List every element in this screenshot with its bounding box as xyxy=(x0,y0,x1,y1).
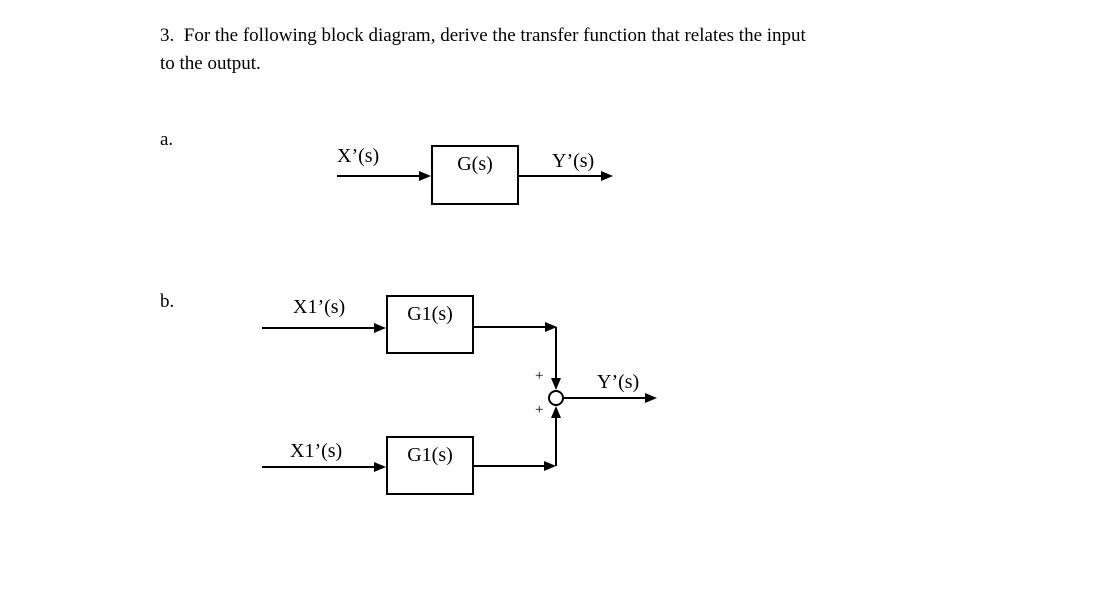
part-b-bottom-input-label: X1’(s) xyxy=(290,440,343,462)
part-b-top-transfer-block: G1(s) xyxy=(386,295,474,354)
problem-statement-line-1: 3. For the following block diagram, deri… xyxy=(160,25,806,46)
part-b-bottom-transfer-block: G1(s) xyxy=(386,436,474,495)
part-b-output-label: Y’(s) xyxy=(597,371,640,393)
problem-statement: 3. For the following block diagram, deri… xyxy=(160,22,806,78)
part-b-bottom-corner-arrowhead-icon xyxy=(544,461,556,471)
part-b-sum-bottom-sign: + xyxy=(535,402,544,418)
part-b-output-arrowhead-icon xyxy=(645,393,657,403)
part-b-label: b. xyxy=(160,291,175,312)
part-a-output-line xyxy=(519,175,601,177)
part-b-top-corner-arrowhead-icon xyxy=(545,322,557,332)
part-b-top-block-label: G1(s) xyxy=(407,303,453,325)
part-b-output-line xyxy=(564,397,645,399)
part-b-bottom-output-line xyxy=(474,465,544,467)
part-b-summing-junction xyxy=(548,390,564,406)
part-a-output-arrowhead-icon xyxy=(601,171,613,181)
part-b-top-output-line xyxy=(474,326,545,328)
part-b-sum-top-arrowhead-icon xyxy=(551,378,561,390)
part-b-sum-top-sign: + xyxy=(535,368,544,384)
part-a-input-arrowhead-icon xyxy=(419,171,431,181)
part-a-label: a. xyxy=(160,129,174,150)
part-b-top-input-line xyxy=(262,327,374,329)
part-b-bottom-rise-line xyxy=(555,417,557,466)
part-a-block-label: G(s) xyxy=(457,153,493,175)
part-b-bottom-input-line xyxy=(262,466,374,468)
part-b-top-drop-line xyxy=(555,327,557,378)
part-b-top-input-arrowhead-icon xyxy=(374,323,386,333)
part-b-bottom-block-label: G1(s) xyxy=(407,444,453,466)
part-b-bottom-input-arrowhead-icon xyxy=(374,462,386,472)
part-a-input-line xyxy=(337,175,419,177)
part-b-top-input-label: X1’(s) xyxy=(293,296,346,318)
part-a-transfer-block: G(s) xyxy=(431,145,519,205)
part-a-output-label: Y’(s) xyxy=(552,150,595,172)
problem-statement-line-2: to the output. xyxy=(160,53,261,74)
part-b-sum-bottom-arrowhead-icon xyxy=(551,406,561,418)
part-a-input-label: X’(s) xyxy=(337,145,380,167)
